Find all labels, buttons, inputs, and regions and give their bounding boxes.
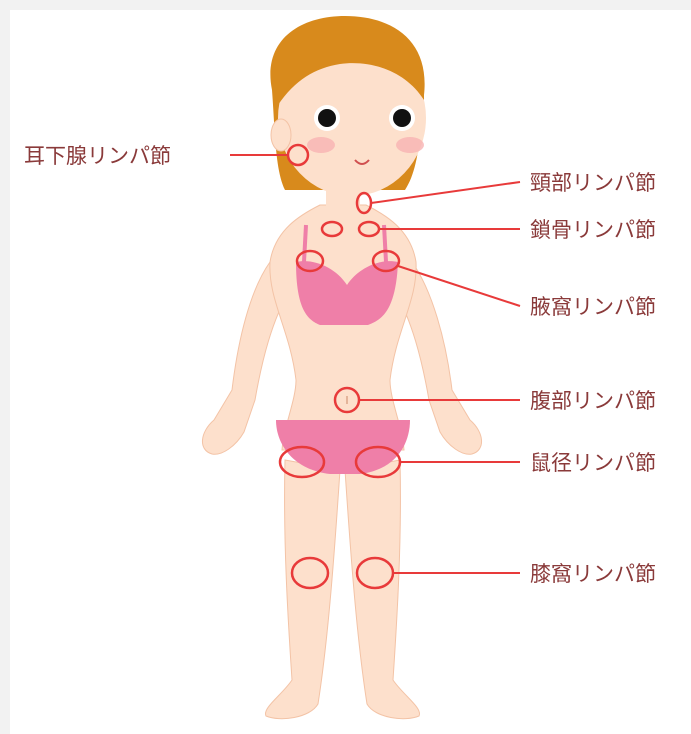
right-leg [345, 460, 420, 719]
inguinal-label: 鼠径リンパ節 [530, 451, 656, 475]
bra-strap-left [304, 225, 306, 262]
bra-strap-right [384, 225, 386, 262]
cervical-label: 頸部リンパ節 [530, 171, 656, 195]
axillary-label: 腋窩リンパ節 [530, 295, 656, 319]
abdominal-label: 腹部リンパ節 [530, 389, 656, 413]
torso [270, 205, 416, 450]
parotid-label: 耳下腺リンパ節 [24, 144, 171, 168]
left-leg [265, 460, 340, 719]
popliteal-label: 膝窩リンパ節 [530, 562, 656, 586]
left-pupil [318, 109, 336, 127]
left-cheek [307, 137, 335, 153]
clavicular-label: 鎖骨リンパ節 [530, 218, 656, 242]
left-ear [271, 119, 291, 151]
female-body-figure [202, 16, 481, 719]
right-pupil [393, 109, 411, 127]
right-cheek [396, 137, 424, 153]
